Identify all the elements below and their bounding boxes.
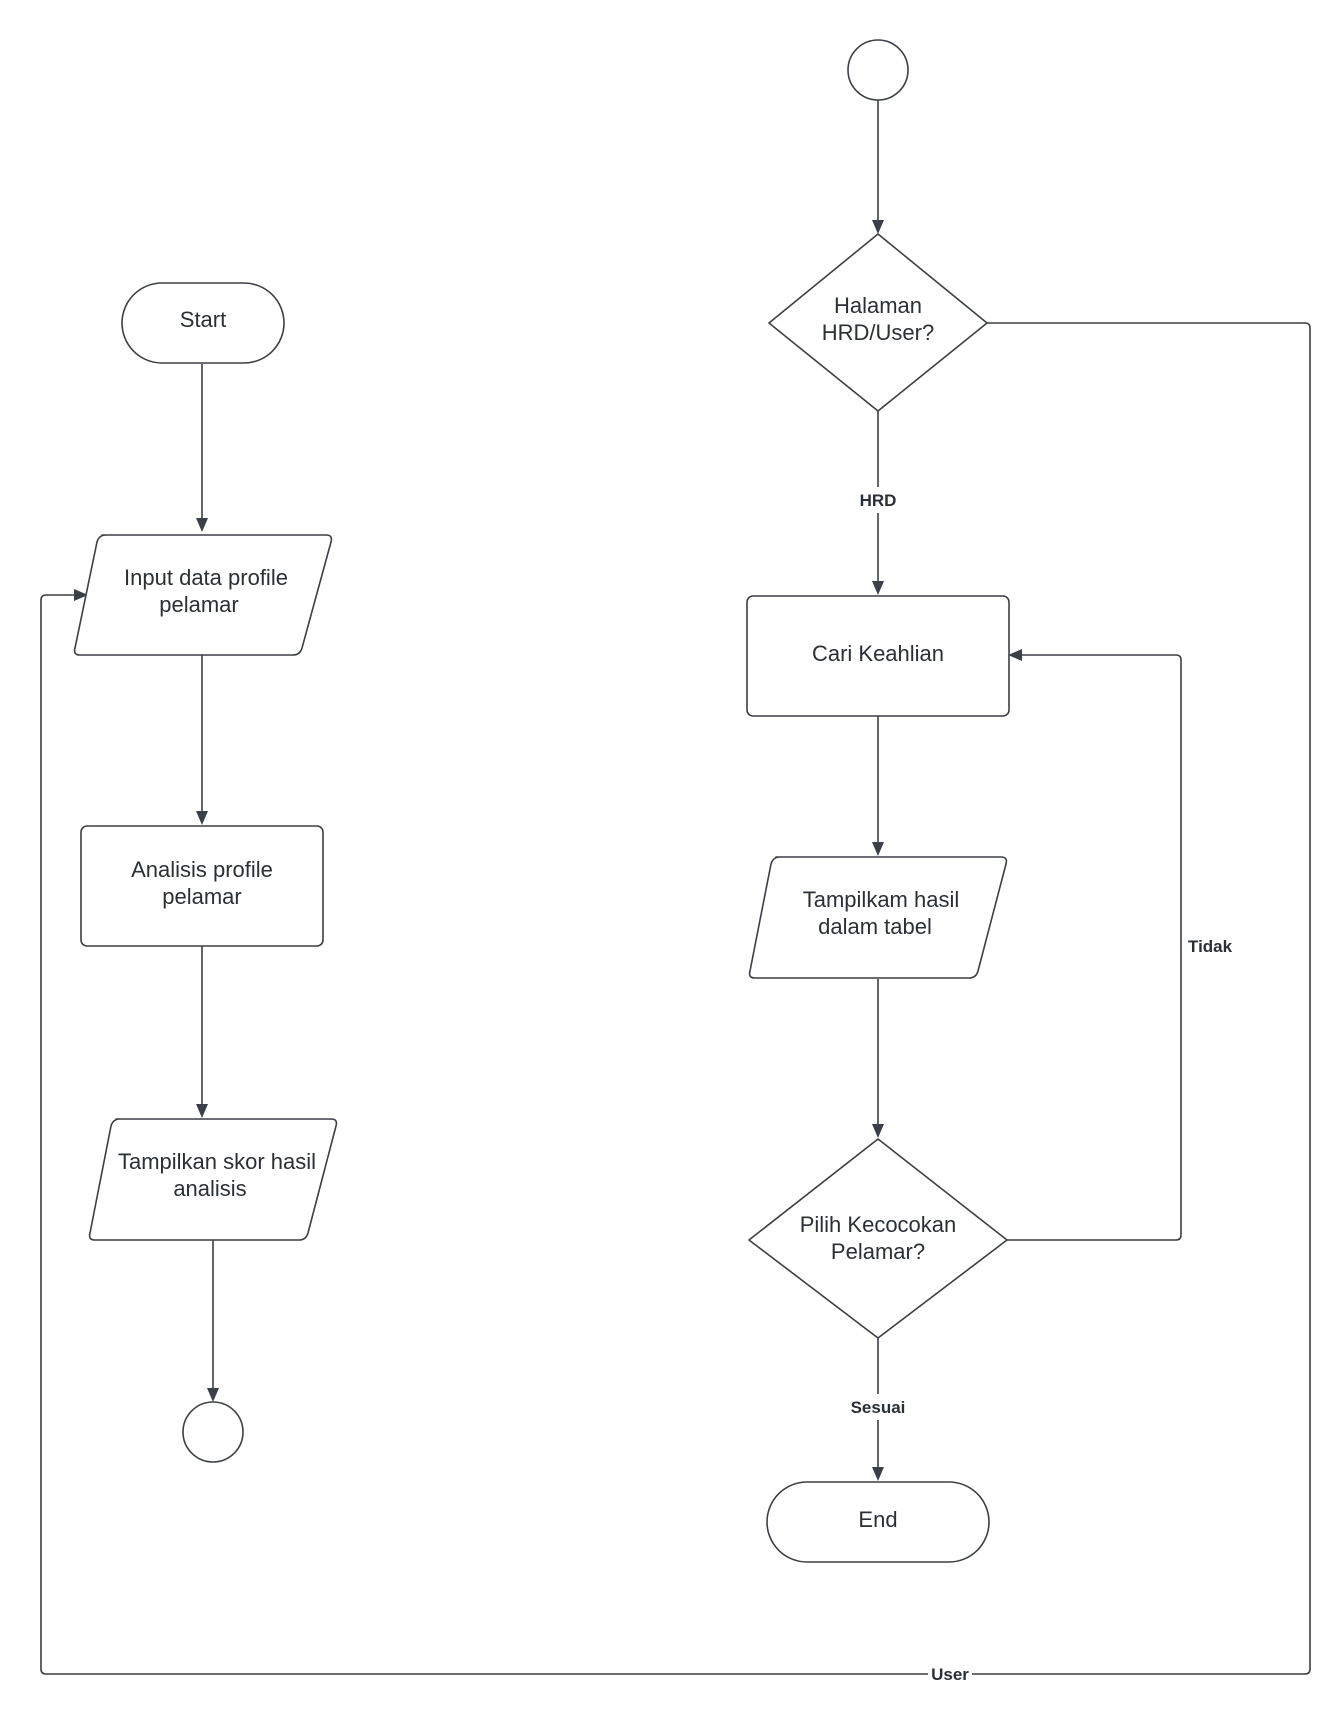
analisis-label-line1: Analisis profile [131,857,273,882]
end-terminator-shape [766,1481,990,1563]
node-tampilkam-hasil: Tampilkam hasil dalam tabel [748,856,1008,979]
edge-label-sesuai: Sesuai [851,1398,906,1417]
sesuai-label-bg [844,1394,912,1420]
node-pilih-decision: Pilih Kecocokan Pelamar? [748,1138,1008,1339]
arrowhead-halaman [872,220,884,234]
arrowhead-tampilkan-skor [196,1104,208,1118]
input-label-line2: pelamar [159,592,238,617]
start-terminator-shape [121,282,285,364]
edge-halaman-to-input-user [40,322,1311,1675]
node-tampilkan-skor: Tampilkan skor hasil analisis [88,1118,338,1241]
edge-label-hrd: HRD [860,491,897,510]
node-start: Start [121,282,285,364]
start-label: Start [180,307,226,332]
arrowhead-pilih [872,1124,884,1138]
halaman-label-line1: Halaman [834,293,922,318]
arrowhead-tampilkam [872,842,884,856]
node-cari-keahlian: Cari Keahlian [746,595,1010,717]
node-analisis-profile: Analisis profile pelamar [80,825,324,947]
cari-keahlian-label: Cari Keahlian [812,641,944,666]
tampilkan-skor-label-line2: analisis [173,1176,246,1201]
tampilkam-parallelogram-shape [748,856,1008,979]
node-input-data-profile: Input data profile pelamar [73,534,333,656]
pilih-diamond-shape [748,1138,1008,1339]
arrowhead-end [872,1467,884,1481]
end-label: End [858,1507,897,1532]
cari-keahlian-process-shape [746,595,1010,717]
tampilkan-skor-parallelogram-shape [88,1118,338,1241]
arrowhead-cari-tidak [1008,649,1022,661]
left-off-page-connector [182,1401,244,1463]
edge-label-tidak: Tidak [1188,937,1233,956]
hrd-label-bg [851,487,905,513]
arrowhead-connector [207,1388,219,1402]
arrowhead-input [196,518,208,532]
tampilkam-label-line2: dalam tabel [818,914,932,939]
edges [40,100,1311,1675]
tampilkam-label-line1: Tampilkam hasil [803,887,960,912]
node-halaman-decision: Halaman HRD/User? [768,233,988,412]
halaman-diamond-shape [768,233,988,412]
edge-labels: HRD Tidak Sesuai User [844,487,1233,1686]
input-parallelogram-shape [73,534,333,656]
arrowhead-cari-keahlian [872,581,884,595]
halaman-label-line2: HRD/User? [822,320,934,345]
user-label-bg [928,1662,972,1686]
edge-label-user: User [931,1665,969,1684]
arrowhead-input-user [74,589,88,601]
top-on-page-connector [847,39,909,101]
input-label-line1: Input data profile [124,565,288,590]
analisis-process-shape [80,825,324,947]
analisis-label-line2: pelamar [162,884,241,909]
pilih-label-line2: Pelamar? [831,1239,925,1264]
edge-pilih-to-cari-tidak [1007,654,1182,1241]
pilih-label-line1: Pilih Kecocokan [800,1212,957,1237]
node-end: End [766,1481,990,1563]
tampilkan-skor-label-line1: Tampilkan skor hasil [118,1149,316,1174]
arrowhead-analisis [196,811,208,825]
